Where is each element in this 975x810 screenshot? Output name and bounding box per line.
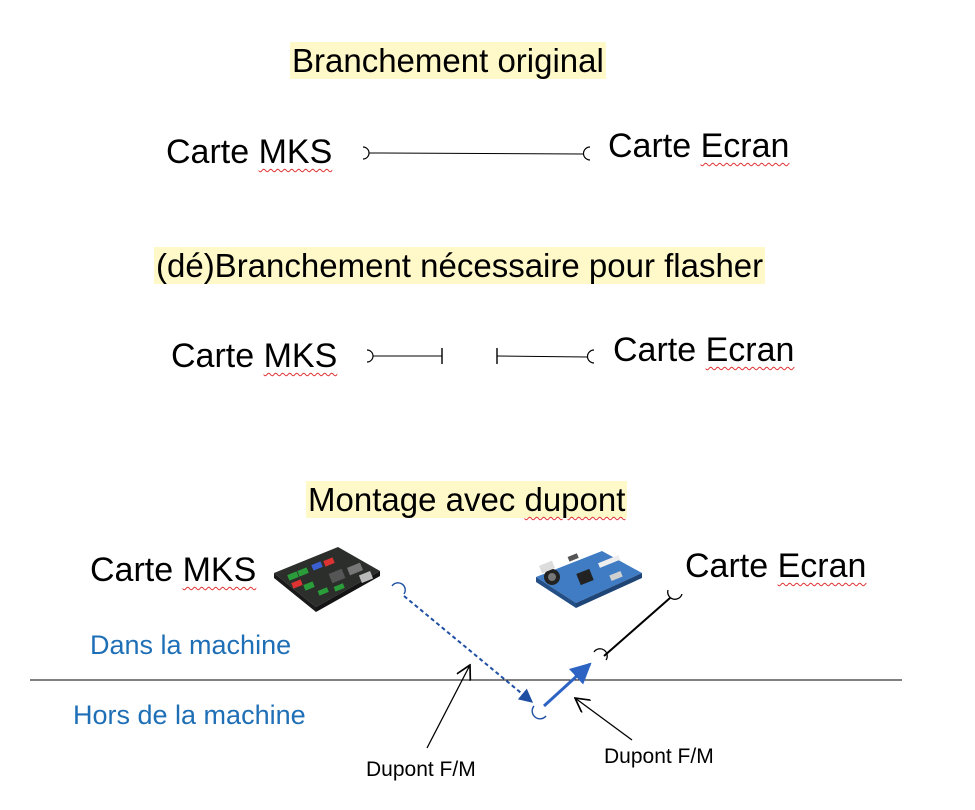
title-prefix: Montage avec bbox=[308, 481, 525, 518]
ecran-port-icon bbox=[667, 589, 683, 600]
card-prefix: Carte bbox=[90, 551, 183, 589]
connector-right-label: Dupont F/M bbox=[604, 745, 714, 768]
connector-left-label: Dupont F/M bbox=[366, 758, 476, 781]
title-dupont: Montage avec dupont bbox=[306, 481, 628, 518]
plug-left-icon bbox=[362, 146, 370, 160]
dupont-male-icon bbox=[593, 648, 608, 661]
label-carte-mks-dupont: Carte MKS bbox=[90, 553, 256, 587]
label-carte-mks-original: Carte MKS bbox=[166, 135, 332, 169]
plug-left-icon bbox=[366, 349, 374, 363]
pointer-arrow-left bbox=[426, 665, 470, 749]
ecran-cable bbox=[603, 597, 671, 657]
card-prefix: Carte bbox=[171, 337, 264, 375]
label-carte-ecran-dupont: Carte Ecran bbox=[685, 549, 866, 583]
dupont-female-icon bbox=[531, 705, 547, 720]
cable-line bbox=[368, 152, 584, 155]
label-carte-mks-flash: Carte MKS bbox=[171, 339, 337, 373]
dupont-wire-mks bbox=[403, 595, 534, 703]
card-word: MKS bbox=[182, 551, 257, 589]
cable-line-right bbox=[496, 355, 588, 358]
card-word: Ecran bbox=[705, 331, 795, 369]
card-prefix: Carte bbox=[166, 133, 259, 171]
dupont-wire-ecran bbox=[542, 662, 592, 708]
original-cable bbox=[362, 146, 591, 161]
plug-right-icon bbox=[582, 146, 591, 161]
dupont-wiring bbox=[391, 582, 683, 720]
label-carte-ecran-original: Carte Ecran bbox=[608, 129, 789, 163]
title-flash: (dé)Branchement nécessaire pour flasher bbox=[154, 247, 766, 284]
ecran-board-image bbox=[536, 551, 642, 608]
zone-inside-label: Dans la machine bbox=[90, 630, 292, 660]
zone-outside-label: Hors de la machine bbox=[73, 700, 306, 730]
card-word: Ecran bbox=[700, 127, 790, 165]
card-word: MKS bbox=[258, 133, 333, 171]
card-prefix: Carte bbox=[608, 127, 701, 165]
card-prefix: Carte bbox=[613, 331, 706, 369]
card-word: Ecran bbox=[777, 547, 867, 585]
title-word: dupont bbox=[524, 481, 626, 518]
title-original: Branchement original bbox=[290, 42, 606, 79]
plug-right-icon bbox=[586, 349, 595, 364]
mks-board-image bbox=[274, 547, 380, 612]
mks-port-icon bbox=[391, 582, 406, 595]
label-carte-ecran-flash: Carte Ecran bbox=[613, 333, 794, 367]
disconnected-cable bbox=[366, 348, 595, 364]
card-prefix: Carte bbox=[685, 547, 778, 585]
pointer-arrow-right bbox=[575, 698, 633, 741]
card-word: MKS bbox=[263, 337, 338, 375]
